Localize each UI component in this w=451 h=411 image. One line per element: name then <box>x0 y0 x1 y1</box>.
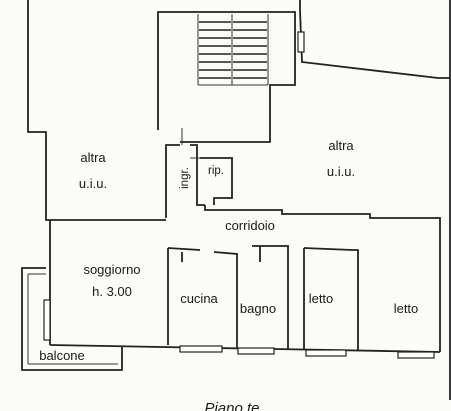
label-bagno: bagno <box>240 301 276 316</box>
window-bagno <box>237 347 275 355</box>
stair-steps-left <box>199 21 231 79</box>
corridor-walls <box>50 205 441 232</box>
label-corridoio: corridoio <box>225 218 275 233</box>
window-letto-2 <box>397 351 435 359</box>
label-altra-left-2: u.i.u. <box>79 176 107 191</box>
label-soggiorno-1: soggiorno <box>83 262 140 277</box>
stair-block <box>157 11 305 143</box>
label-altra-left-1: altra <box>80 150 106 165</box>
stair-window <box>297 31 305 53</box>
label-letto-2: letto <box>394 301 419 316</box>
label-ingresso: ingr. <box>179 167 191 189</box>
balcony-outline <box>21 267 123 371</box>
stair-steps-right <box>233 21 267 79</box>
window-letto-1 <box>305 349 347 357</box>
window-cucina <box>179 345 223 353</box>
label-altra-right-2: u.i.u. <box>327 164 355 179</box>
label-balcone: balcone <box>39 348 85 363</box>
entrance-walls <box>165 128 233 218</box>
window-soggiorno <box>43 299 51 341</box>
label-altra-right-1: altra <box>328 138 354 153</box>
windows <box>43 299 435 359</box>
label-ripostiglio: rip. <box>208 165 224 177</box>
label-cucina: cucina <box>180 291 218 306</box>
floor-caption: Piano te <box>204 400 259 411</box>
label-soggiorno-2: h. 3.00 <box>92 284 132 299</box>
outer-walls <box>27 0 451 400</box>
label-letto-1: letto <box>309 291 334 306</box>
room-labels: altra u.i.u. altra u.i.u. ingr. rip. cor… <box>39 138 418 363</box>
